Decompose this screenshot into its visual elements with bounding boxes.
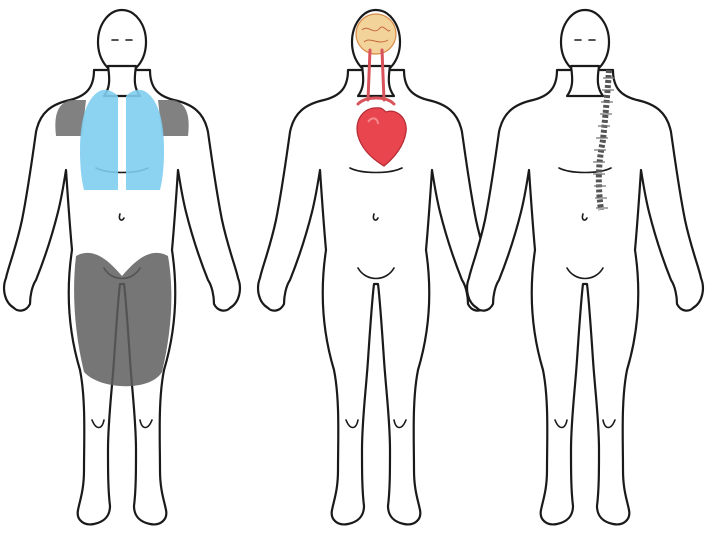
right-figure [463,0,707,535]
left-figure [0,0,244,535]
brain [356,14,396,54]
middle-figure [254,0,498,535]
